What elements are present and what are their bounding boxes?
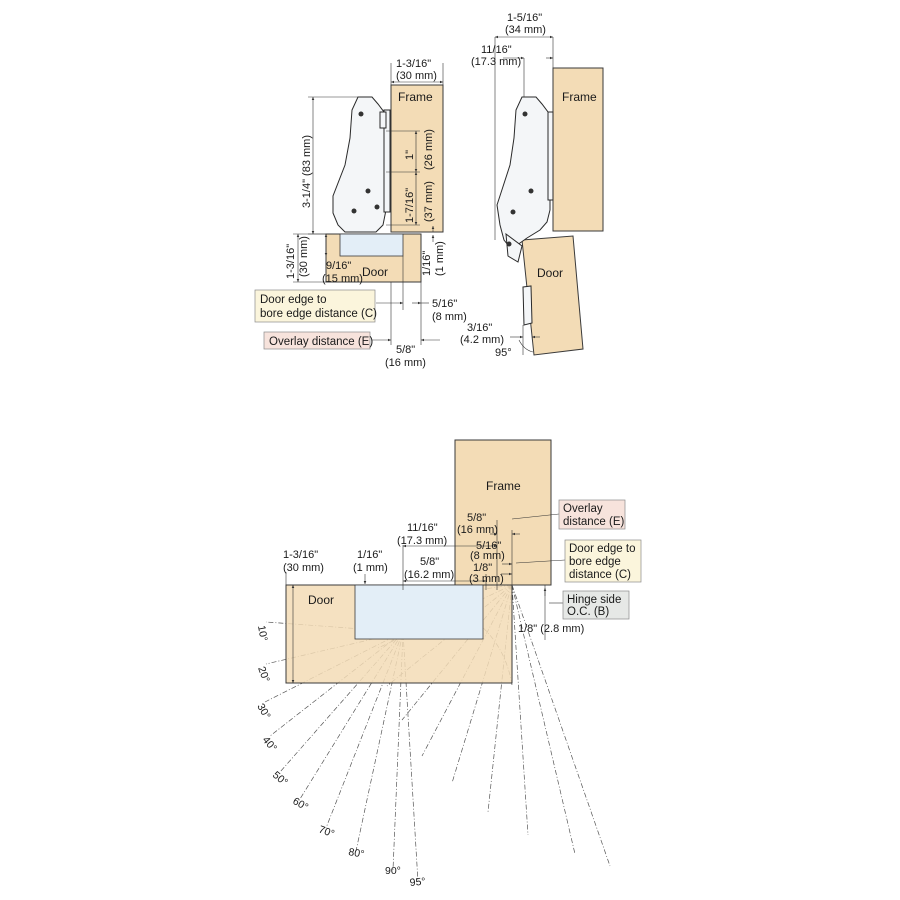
dim-c-in: 5/16" <box>432 298 457 310</box>
dim-door-in: 1-3/16" <box>285 244 297 279</box>
angle-label: 10° <box>255 624 270 642</box>
dim-26-mm: (26 mm) <box>423 129 435 170</box>
frame-label-2: Frame <box>562 90 597 104</box>
dim-height-83: 3-1/4" (83 mm) <box>301 135 313 208</box>
open-side-view: Frame Door 1-5/16" (34 mm) 11/16" (17.3 … <box>460 12 604 359</box>
tag-c-1: Door edge to bore edge distance (C) <box>254 289 377 323</box>
dim-e-mm: (16 mm) <box>385 357 426 369</box>
dim-95-angle: 95° <box>495 347 512 359</box>
angle-label: 20° <box>255 665 272 684</box>
dim-37-mm: (37 mm) <box>423 181 435 222</box>
svg-text:Door edge to: Door edge to <box>260 294 327 306</box>
dim-b3-mm: (3 mm) <box>469 573 504 585</box>
dim-34-in: 1-5/16" <box>507 12 542 24</box>
dim-b8-mm: (8 mm) <box>470 550 505 562</box>
swing-line <box>269 631 404 737</box>
angle-label: 95° <box>409 876 426 889</box>
dim-42-mm: (4.2 mm) <box>460 334 504 346</box>
angle-label: 30° <box>254 702 272 722</box>
svg-text:Door edge to: Door edge to <box>569 543 636 555</box>
svg-text:Hinge side: Hinge side <box>567 594 621 606</box>
cup-bore-3 <box>354 584 484 640</box>
closed-side-view: Frame Door 1-3/16" (30 mm) 3-1/4" (83 mm… <box>254 58 467 369</box>
frame-panel-2 <box>552 67 604 232</box>
dim-b16-mm: (16 mm) <box>457 524 498 536</box>
svg-text:Overlay distance (E): Overlay distance (E) <box>269 336 373 348</box>
dim-e-in: 5/8" <box>396 344 415 356</box>
dim-b30-mm: (30 mm) <box>283 562 324 574</box>
dim-cup-mm: (15 mm) <box>322 273 363 285</box>
angle-label: 70° <box>317 824 336 841</box>
cup-bore <box>339 233 404 257</box>
tag-e-1: Overlay distance (E) <box>263 331 373 350</box>
dim-c-mm: (8 mm) <box>432 311 467 323</box>
dim-b173-mm: (17.3 mm) <box>397 535 447 547</box>
swing-line-outer <box>487 584 513 813</box>
dim-b3-in: 1/8" <box>473 562 492 574</box>
dim-cup-in: 9/16" <box>326 260 351 272</box>
svg-text:distance (E): distance (E) <box>563 516 625 528</box>
frame-label-3: Frame <box>486 479 521 493</box>
dim-b173-in: 11/16" <box>407 522 438 534</box>
frame-panel-3 <box>454 439 552 586</box>
dim-1mm-in: 1/16" <box>421 251 433 276</box>
hinge-body-2 <box>496 96 551 251</box>
dim-b1-in: 1/16" <box>357 549 382 561</box>
svg-text:bore edge distance (C): bore edge distance (C) <box>260 308 377 320</box>
angle-label: 50° <box>270 769 290 788</box>
door-label-3: Door <box>308 593 334 607</box>
svg-text:O.C. (B): O.C. (B) <box>567 606 609 618</box>
door-label-2: Door <box>537 266 563 280</box>
svg-text:Overlay: Overlay <box>563 503 603 515</box>
dim-b1-mm: (1 mm) <box>353 562 388 574</box>
tag-b-2: Hinge side O.C. (B) <box>562 590 630 620</box>
plan-view: Frame Door 1-3/16" (30 mm) 1/16" (1 mm) … <box>254 439 642 889</box>
dim-width-in: 1-3/16" <box>396 58 431 70</box>
frame-label-1: Frame <box>398 90 433 104</box>
tag-c-2: Door edge to bore edge distance (C) <box>564 539 642 583</box>
svg-text:bore edge: bore edge <box>569 556 621 568</box>
dim-26-in: 1" <box>404 150 416 160</box>
angle-labels: 10° 20° 30° 40° 50°60° 70° 80° 90° 95° <box>254 624 426 889</box>
dim-1mm-mm: (1 mm) <box>434 241 446 276</box>
tag-e-2: Overlay distance (E) <box>558 499 626 530</box>
swing-line-outer <box>511 584 529 836</box>
dim-34-mm: (34 mm) <box>505 24 546 36</box>
svg-text:distance (C): distance (C) <box>569 569 631 581</box>
dim-b162-in: 5/8" <box>420 556 439 568</box>
dim-door-mm: (30 mm) <box>298 236 310 277</box>
dim-173-mm: (17.3 mm) <box>471 56 521 68</box>
swing-line-outer <box>511 584 576 855</box>
angle-label: 60° <box>291 795 311 813</box>
hinge-body <box>332 96 387 233</box>
dim-b28: 1/8" (2.8 mm) <box>518 623 584 635</box>
angle-label: 90° <box>385 865 401 877</box>
dim-width-mm: (30 mm) <box>396 70 437 82</box>
dim-b30-in: 1-3/16" <box>283 549 318 561</box>
dim-b16-in: 5/8" <box>467 512 486 524</box>
dim-b8-in: 5/16" <box>476 540 501 552</box>
door-label-1: Door <box>362 265 388 279</box>
dim-42-in: 3/16" <box>467 322 492 334</box>
frame-panel <box>390 84 444 233</box>
dim-37-in: 1-7/16" <box>404 188 416 223</box>
dim-b162-mm: (16.2 mm) <box>404 569 454 581</box>
angle-label: 80° <box>347 846 365 861</box>
dim-173-in: 11/16" <box>481 44 512 56</box>
swing-line-outer <box>511 584 611 867</box>
angle-label: 40° <box>260 734 279 754</box>
